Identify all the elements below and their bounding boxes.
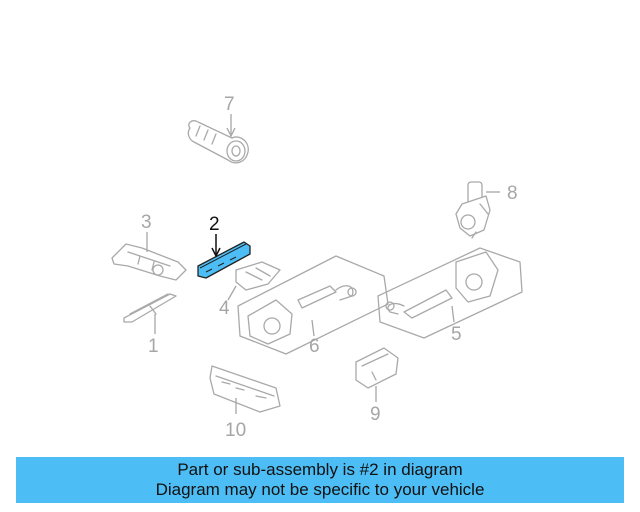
arrow-2 [211,247,221,258]
part-9-illustration [355,347,399,389]
part-3-illustration [111,243,187,281]
part-1-illustration [123,293,177,323]
callout-10: 10 [225,420,246,441]
part-5-illustration [377,247,523,339]
callout-3: 3 [141,212,152,233]
caption-line-2: Diagram may not be specific to your vehi… [155,480,485,499]
callout-2: 2 [209,214,220,235]
part-8-illustration [455,181,491,239]
leader-4 [227,285,237,301]
leader-5 [451,305,455,323]
callout-5: 5 [451,324,462,345]
part-10-illustration [209,365,281,413]
part-4-illustration [235,261,281,291]
callout-9: 9 [370,404,381,425]
callout-7: 7 [224,94,235,115]
part-7-illustration [187,120,249,164]
callout-1: 1 [148,336,159,357]
part-6-illustration [237,255,389,355]
caption-banner: Part or sub-assembly is #2 in diagram Di… [16,457,624,503]
leader-6 [311,319,315,337]
callout-8: 8 [507,183,518,204]
arrow-7 [226,127,236,138]
callout-6: 6 [309,336,320,357]
callout-4: 4 [219,298,230,319]
caption-line-1: Part or sub-assembly is #2 in diagram [177,460,463,479]
part-2-illustration [197,241,251,279]
